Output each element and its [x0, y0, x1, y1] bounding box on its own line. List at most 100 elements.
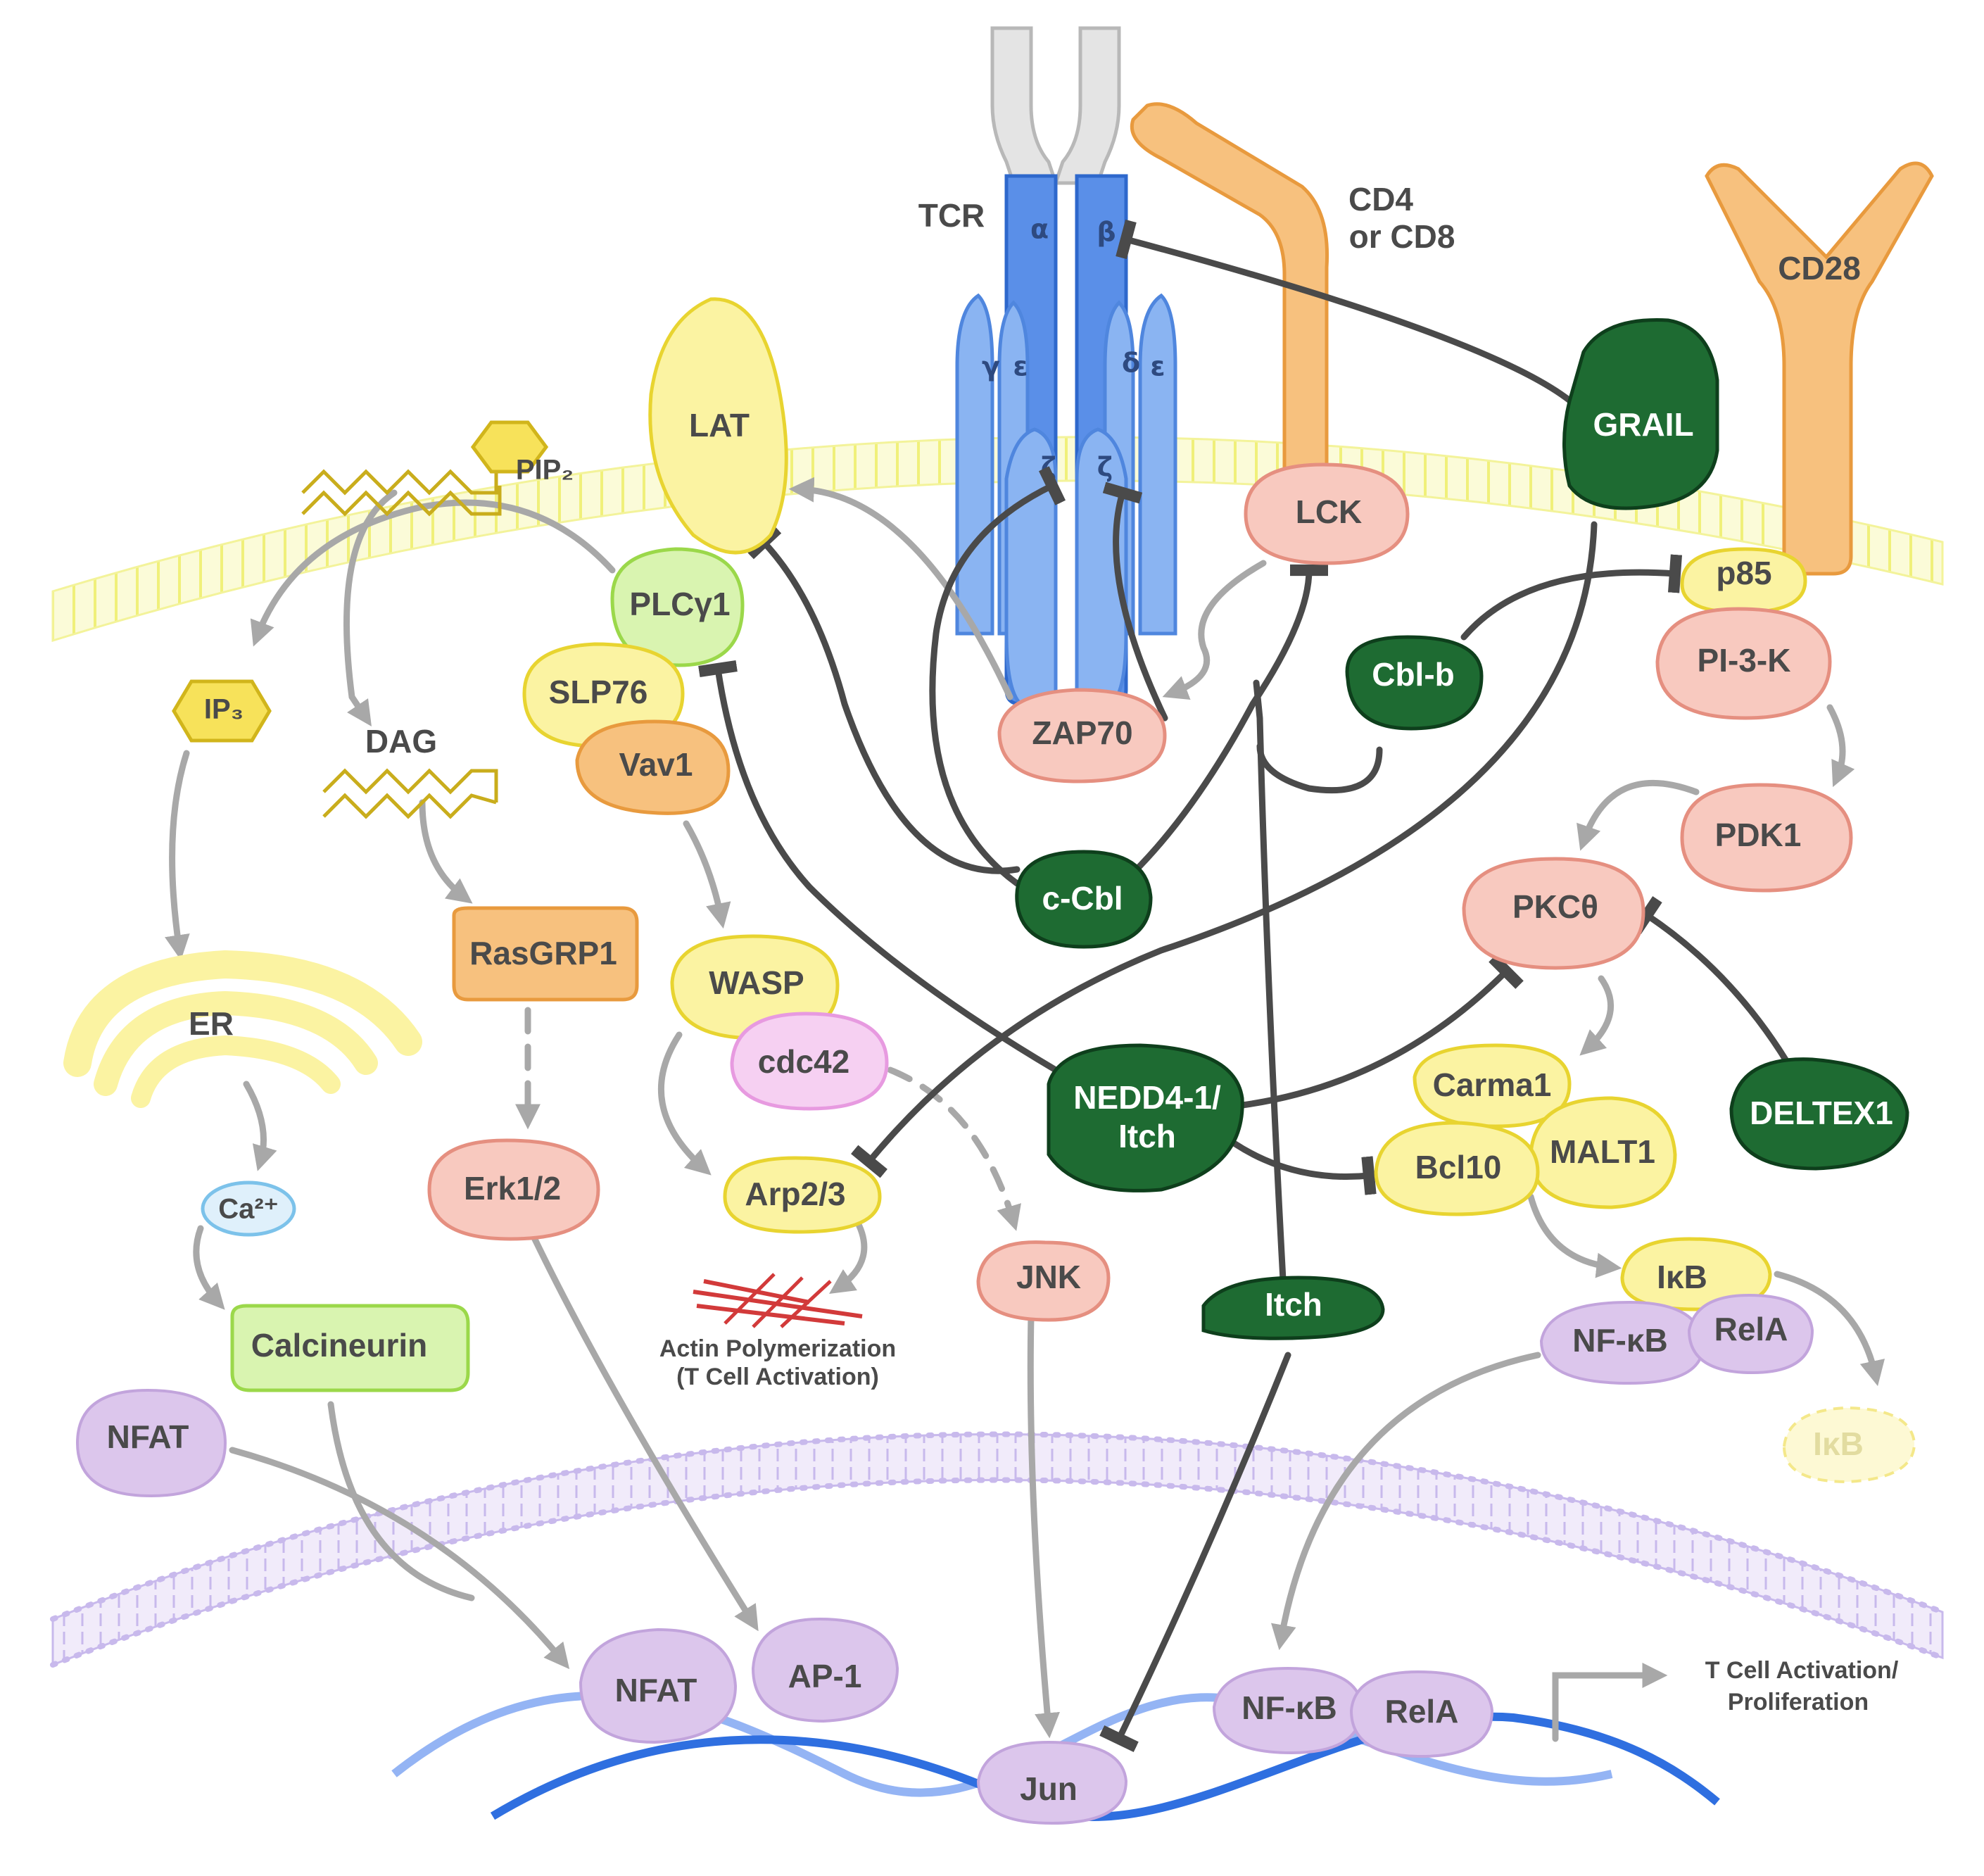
pdk1-node[interactable]: PDK1 [1680, 783, 1853, 893]
tcr-alpha-label: α [1030, 214, 1049, 245]
cd3-gamma-label: γ [982, 351, 1000, 382]
pi3k-to-pdk1-arrow [1826, 704, 1855, 788]
plcg1-node[interactable]: PLCγ1 [610, 547, 745, 667]
lat-node[interactable]: LAT [648, 297, 788, 555]
p85-node[interactable]: p85 [1680, 547, 1807, 615]
ip3-label: IP₃ [204, 694, 244, 725]
ccbl-label: c-Cbl [1042, 880, 1123, 917]
malt1-node[interactable]: MALT1 [1529, 1096, 1677, 1209]
dag-to-rasgrp1-arrow [419, 799, 473, 904]
zap70-to-lat-arrow [788, 477, 1013, 700]
ccbl-node[interactable]: c-Cbl [1015, 850, 1153, 949]
ccbl-to-lat-inhibition [745, 524, 1021, 874]
nfat-nucleus-label: NFAT [615, 1672, 697, 1708]
ap1-label: AP-1 [788, 1658, 862, 1694]
pip2-label: PIP₂ [516, 455, 574, 486]
tcr-beta-label: β [1097, 217, 1116, 248]
bcl10-to-ikb-arrow [1527, 1193, 1622, 1278]
ip3-to-er-arrow [165, 750, 190, 961]
rela-cytoplasm-node[interactable]: RelA [1687, 1293, 1814, 1375]
itch-node[interactable]: Itch [1201, 1276, 1385, 1340]
lck-to-zap70-arrow [1162, 560, 1267, 700]
actin-caption-line2: (T Cell Activation) [676, 1364, 879, 1390]
pdk1-label: PDK1 [1715, 817, 1802, 853]
cd3-epsilon-right-label: ε [1150, 351, 1165, 382]
cblb-to-p85-inhibition [1460, 554, 1682, 641]
itch-main-line [1253, 679, 1288, 1309]
wasp-label: WASP [709, 964, 804, 1001]
jnk-node[interactable]: JNK [976, 1240, 1111, 1322]
pkc-node[interactable]: PKCθ [1462, 857, 1645, 970]
pi3k-node[interactable]: PI-3-K [1655, 607, 1832, 720]
nfkb-cytoplasm-label: NF-κB [1572, 1322, 1668, 1359]
ip3-node[interactable]: IP₃ [172, 679, 272, 743]
rela-nucleus-node[interactable]: RelA [1349, 1670, 1494, 1758]
rela-cytoplasm-label: RelA [1714, 1311, 1788, 1347]
deltex1-node[interactable]: DELTEX1 [1729, 1057, 1909, 1171]
calcium-node[interactable]: Ca²⁺ [201, 1181, 296, 1237]
nedd4-to-bcl10-inhibition [1232, 1140, 1377, 1195]
nfkb-nucleus-label: NF-κB [1241, 1689, 1337, 1726]
pkc-label: PKCθ [1512, 888, 1598, 925]
dag-label: DAG [365, 723, 437, 760]
er-to-calcium-arrow [243, 1081, 277, 1171]
jnk-to-jun-arrow [1027, 1313, 1061, 1739]
calcineurin-to-nfat-arrow [327, 1401, 475, 1601]
outcome-label-line2: Proliferation [1728, 1689, 1869, 1716]
jun-node[interactable]: Jun [976, 1740, 1128, 1825]
cdc42-node[interactable]: cdc42 [730, 1012, 889, 1111]
deltex1-label: DELTEX1 [1750, 1095, 1893, 1131]
erk-node[interactable]: Erk1/2 [427, 1138, 600, 1241]
grail-label: GRAIL [1593, 406, 1693, 443]
rela-nucleus-label: RelA [1385, 1693, 1459, 1730]
zap70-node[interactable]: ZAP70 [997, 688, 1167, 783]
nfat-nucleus-node[interactable]: NFAT [579, 1628, 738, 1744]
pdk1-to-pkc-arrow [1577, 779, 1700, 851]
cdc42-to-jnk-arrow [887, 1066, 1021, 1231]
grail-to-tcr-inhibition [1116, 219, 1594, 426]
ap1-node[interactable]: AP-1 [751, 1617, 899, 1723]
tcr-label: TCR [918, 197, 985, 234]
arp23-to-actin-arrow [829, 1214, 868, 1294]
cd8-label: or CD8 [1349, 218, 1455, 255]
rasgrp1-node[interactable]: RasGRP1 [452, 906, 639, 1002]
wasp-to-arp23-arrow [657, 1031, 712, 1176]
erk-to-ap1-arrow [528, 1228, 759, 1632]
cd4-label: CD4 [1348, 181, 1413, 218]
ikb-node[interactable]: IκB [1620, 1237, 1772, 1311]
pathway-connections [165, 219, 1885, 1753]
er-label: ER [189, 1005, 234, 1042]
nedd4-label-line1: NEDD4-1/ [1073, 1079, 1221, 1116]
calcineurin-node[interactable]: Calcineurin [230, 1304, 470, 1392]
deltex1-to-pkc-inhibition [1631, 896, 1791, 1066]
lck-node[interactable]: LCK [1244, 462, 1410, 565]
nfkb-nucleus-node[interactable]: NF-κB [1212, 1666, 1364, 1755]
carma1-node[interactable]: Carma1 [1413, 1043, 1572, 1128]
transcription-arrow [1552, 1663, 1668, 1742]
nfat-cytoplasm-node[interactable]: NFAT [75, 1388, 227, 1498]
nedd4-to-pkc-inhibition [1239, 954, 1524, 1109]
nedd4-itch-node[interactable]: NEDD4-1/ Itch [1047, 1043, 1244, 1192]
pip2-node[interactable]: PIP₂ [470, 420, 574, 486]
actin-caption-line1: Actin Polymerization [659, 1335, 896, 1362]
vav1-node[interactable]: Vav1 [575, 719, 731, 815]
erk-label: Erk1/2 [464, 1170, 561, 1207]
grail-node[interactable]: GRAIL [1562, 318, 1719, 510]
itch-label: Itch [1265, 1286, 1322, 1323]
ccbl-to-zeta-inhibition [929, 466, 1066, 887]
vav1-to-wasp-arrow [683, 820, 731, 929]
arp23-label: Arp2/3 [745, 1176, 845, 1212]
zeta-left-label: ζ [1041, 452, 1056, 483]
er-organelle [63, 950, 422, 1108]
grail-to-arp23-inhibition [851, 521, 1598, 1178]
arp23-node[interactable]: Arp2/3 [723, 1156, 882, 1234]
dag-lipid [322, 768, 498, 819]
slp76-label: SLP76 [549, 674, 648, 710]
actin-filament-icon [693, 1273, 863, 1328]
nfkb-cytoplasm-node[interactable]: NF-κB [1539, 1300, 1705, 1385]
bcl10-node[interactable]: Bcl10 [1374, 1121, 1540, 1216]
itch-to-jun-inhibition [1099, 1352, 1291, 1753]
lck-label: LCK [1296, 493, 1363, 530]
zap70-label: ZAP70 [1032, 714, 1132, 751]
cblb-node[interactable]: Cbl-b [1345, 635, 1484, 731]
